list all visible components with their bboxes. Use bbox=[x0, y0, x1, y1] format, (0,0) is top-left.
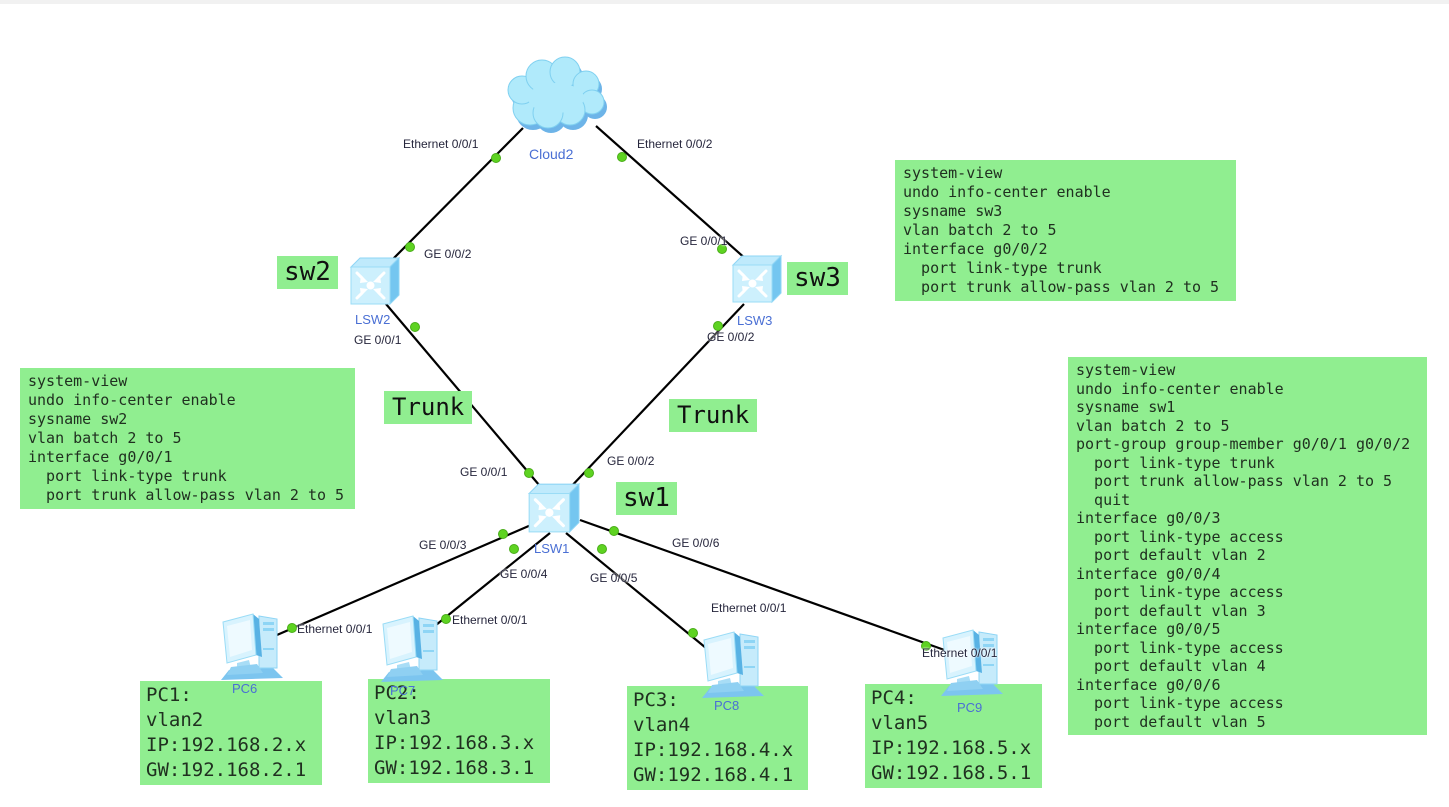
switch-icon bbox=[731, 254, 783, 304]
note-pc2-info[interactable]: PC2: vlan3 IP:192.168.3.x GW:192.168.3.1 bbox=[368, 679, 550, 783]
note-pc3-info[interactable]: PC3: vlan4 IP:192.168.4.x GW:192.168.4.1 bbox=[627, 686, 808, 790]
port-label-cloud-eth2: Ethernet 0/0/2 bbox=[637, 137, 713, 151]
port-dot bbox=[524, 468, 534, 478]
port-label-sw3-ge1: GE 0/0/1 bbox=[680, 234, 728, 248]
port-label-sw1-ge2: GE 0/0/2 bbox=[607, 454, 655, 468]
device-lsw3[interactable] bbox=[729, 252, 783, 309]
device-label-lsw1: LSW1 bbox=[534, 541, 570, 556]
port-dot bbox=[597, 544, 607, 554]
port-label-sw2-ge1: GE 0/0/1 bbox=[354, 333, 402, 347]
link-lsw3-lsw1[interactable] bbox=[565, 303, 745, 493]
switch-icon bbox=[349, 256, 401, 306]
port-label-pc9-eth: Ethernet 0/0/1 bbox=[922, 646, 998, 660]
port-dot bbox=[405, 242, 415, 252]
device-cloud2[interactable] bbox=[498, 50, 613, 143]
port-dot bbox=[441, 614, 451, 624]
note-sw3-config[interactable]: system-view undo info-center enable sysn… bbox=[895, 160, 1236, 301]
port-dot bbox=[717, 244, 727, 254]
tag-sw1[interactable]: sw1 bbox=[616, 482, 677, 516]
link-lsw1-pc8[interactable] bbox=[565, 532, 707, 649]
device-label-pc9: PC9 bbox=[957, 700, 983, 715]
device-label-lsw3: LSW3 bbox=[737, 313, 773, 328]
port-label-sw3-ge2: GE 0/0/2 bbox=[707, 330, 755, 344]
port-dot bbox=[491, 153, 501, 163]
cloud-icon bbox=[507, 56, 607, 133]
device-label-pc6: PC6 bbox=[232, 681, 258, 696]
device-lsw2[interactable] bbox=[347, 254, 401, 311]
port-dot bbox=[713, 321, 723, 331]
top-strip bbox=[0, 0, 1449, 4]
port-label-pc8-eth: Ethernet 0/0/1 bbox=[711, 601, 787, 615]
port-label-cloud-eth1: Ethernet 0/0/1 bbox=[403, 137, 479, 151]
device-pc9[interactable] bbox=[933, 626, 1009, 705]
device-label-pc8: PC8 bbox=[714, 698, 740, 713]
note-sw1-config[interactable]: system-view undo info-center enable sysn… bbox=[1068, 357, 1427, 735]
port-label-sw1-ge3: GE 0/0/3 bbox=[419, 538, 467, 552]
pc-icon bbox=[381, 615, 443, 682]
tag-trunk-right[interactable]: Trunk bbox=[669, 399, 758, 432]
link-lsw1-pc6[interactable] bbox=[269, 520, 539, 640]
port-dot bbox=[609, 526, 619, 536]
port-label-sw1-ge6: GE 0/0/6 bbox=[672, 536, 720, 550]
port-label-pc7-eth: Ethernet 0/0/1 bbox=[452, 613, 528, 627]
device-label-lsw2: LSW2 bbox=[355, 312, 391, 327]
switch-icon bbox=[527, 482, 581, 534]
port-dot bbox=[509, 544, 519, 554]
device-pc6[interactable] bbox=[213, 610, 289, 689]
tag-sw3[interactable]: sw3 bbox=[787, 262, 848, 296]
port-label-pc6-eth: Ethernet 0/0/1 bbox=[297, 622, 373, 636]
device-pc8[interactable] bbox=[694, 628, 770, 707]
port-dot bbox=[921, 641, 931, 651]
note-sw2-config[interactable]: system-view undo info-center enable sysn… bbox=[20, 368, 355, 509]
port-label-sw1-ge1: GE 0/0/1 bbox=[460, 465, 508, 479]
link-lsw1-pc9[interactable] bbox=[579, 518, 951, 654]
tag-trunk-left[interactable]: Trunk bbox=[384, 391, 473, 424]
port-dot bbox=[617, 152, 627, 162]
pc-icon bbox=[221, 613, 283, 680]
tag-sw2[interactable]: sw2 bbox=[277, 256, 338, 290]
port-dot bbox=[688, 628, 698, 638]
link-cloud2-lsw2[interactable] bbox=[389, 127, 524, 263]
link-lsw1-pc7[interactable] bbox=[435, 532, 551, 626]
port-dot bbox=[410, 322, 420, 332]
device-label-cloud2: Cloud2 bbox=[529, 146, 574, 162]
port-dot bbox=[287, 623, 297, 633]
port-label-sw1-ge4: GE 0/0/4 bbox=[500, 567, 548, 581]
port-dot bbox=[584, 468, 594, 478]
port-label-sw1-ge5: GE 0/0/5 bbox=[590, 571, 638, 585]
device-pc7[interactable] bbox=[373, 612, 449, 691]
pc-icon bbox=[941, 629, 1003, 696]
link-cloud2-lsw3[interactable] bbox=[595, 125, 748, 261]
pc-icon bbox=[702, 631, 764, 698]
port-label-sw2-ge2: GE 0/0/2 bbox=[424, 247, 472, 261]
port-dot bbox=[498, 529, 508, 539]
note-pc4-info[interactable]: PC4: vlan5 IP:192.168.5.x GW:192.168.5.1 bbox=[865, 684, 1042, 788]
device-label-pc7: PC7 bbox=[390, 683, 416, 698]
device-lsw1[interactable] bbox=[525, 480, 581, 539]
note-pc1-info[interactable]: PC1: vlan2 IP:192.168.2.x GW:192.168.2.1 bbox=[140, 681, 322, 785]
